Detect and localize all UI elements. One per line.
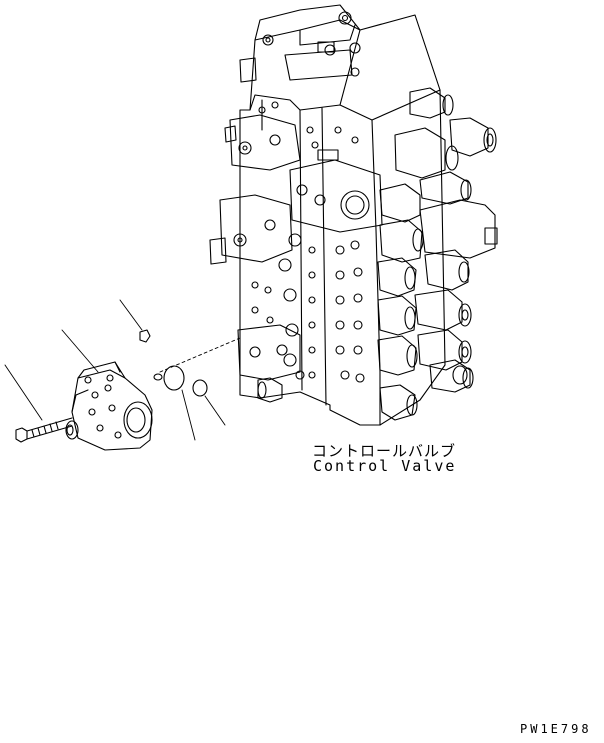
spool-caps <box>377 87 498 421</box>
part-label-english: Control Valve <box>313 457 457 475</box>
valve-body-part <box>65 361 153 451</box>
exploded-parts <box>15 329 208 451</box>
part-label-japanese: コントロールバルブ <box>312 442 457 460</box>
bolt-part <box>15 417 73 443</box>
pin-part <box>139 329 151 343</box>
leader-lines <box>4 299 241 441</box>
oring-large-part <box>163 365 185 391</box>
control-valve-drawing <box>209 4 498 426</box>
oring-small-part <box>192 379 208 397</box>
figure-code: PW1E798 <box>520 722 592 736</box>
plug-part <box>153 373 163 381</box>
front-ports <box>251 101 365 383</box>
